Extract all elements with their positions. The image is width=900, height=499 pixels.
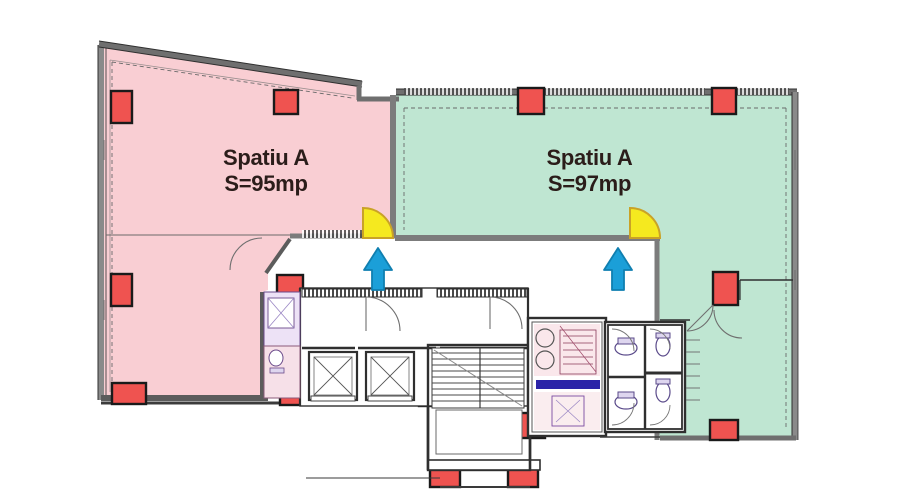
entrance-arrow-icon xyxy=(603,247,633,291)
elevator-shafts xyxy=(307,350,416,402)
technical-room xyxy=(531,321,603,433)
column xyxy=(516,86,546,116)
space-a-right-name: Spatiu A xyxy=(546,145,633,170)
space-a-left-label: Spatiu A S=95mp xyxy=(196,145,336,197)
right-hatch-strip xyxy=(686,339,700,401)
space-a-left-area: S=95mp xyxy=(224,171,308,196)
column xyxy=(272,88,300,116)
space-a-left-name: Spatiu A xyxy=(222,145,309,170)
column xyxy=(110,381,148,406)
restrooms xyxy=(607,324,683,430)
elevator-shaft-icon xyxy=(364,350,416,402)
toilet-icon xyxy=(614,337,638,356)
glazing-hatch xyxy=(302,88,789,238)
space-a-right-area: S=97mp xyxy=(547,171,632,196)
space-fills xyxy=(104,47,795,438)
door-swing-icon xyxy=(629,206,662,239)
column xyxy=(711,270,740,307)
entrance-right[interactable] xyxy=(603,206,662,291)
door-swings xyxy=(229,237,743,339)
door-swing-icon xyxy=(362,206,395,239)
stair-icon xyxy=(431,347,525,455)
detail-lines xyxy=(103,140,796,488)
toilet-icon xyxy=(614,391,638,410)
column xyxy=(710,86,738,116)
toilet-icon xyxy=(655,378,671,403)
column xyxy=(109,272,134,308)
column xyxy=(109,89,134,125)
elevator-shaft-icon xyxy=(307,350,359,402)
toilet-icon xyxy=(655,332,671,357)
column xyxy=(708,418,740,442)
space-a-left-fill xyxy=(104,47,395,398)
space-a-right-fill xyxy=(396,92,795,438)
space-a-right-label: Spatiu A S=97mp xyxy=(517,145,662,197)
entrance-left[interactable] xyxy=(362,206,395,291)
service-rooms xyxy=(263,291,301,399)
entrance-arrow-icon xyxy=(363,247,393,291)
